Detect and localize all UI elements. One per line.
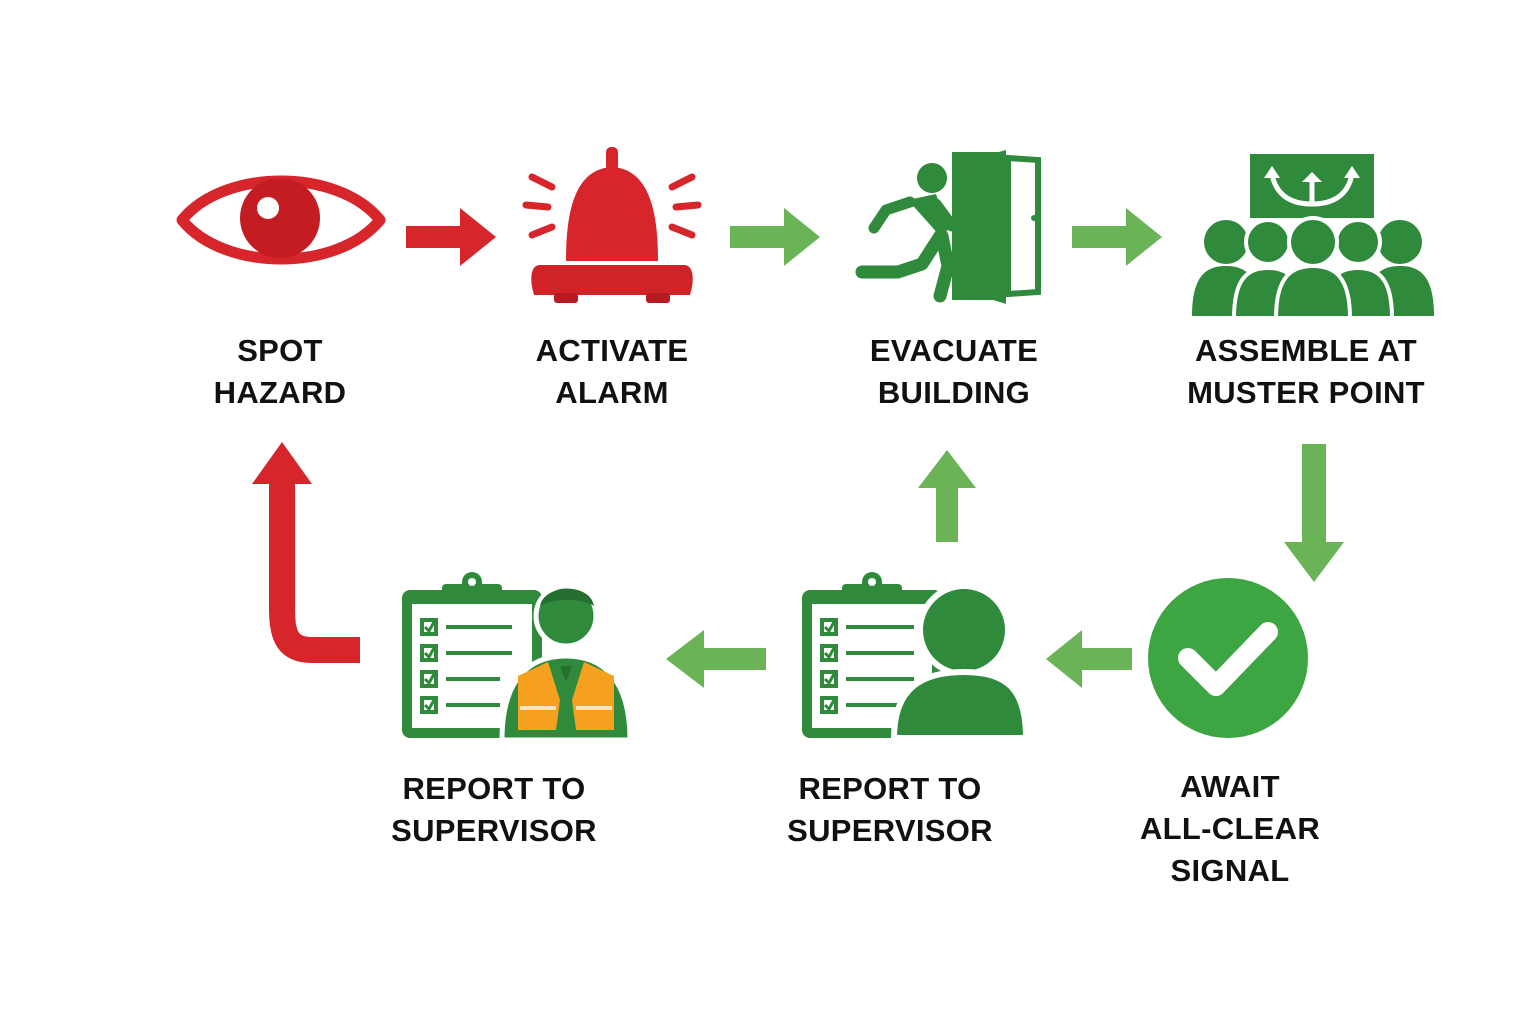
assembly-group-icon xyxy=(1192,154,1434,320)
arrow-alarm-to-evacuate xyxy=(730,208,820,266)
eye-icon xyxy=(176,175,386,265)
step-label-report-to-supervisor-middle: REPORT TO SUPERVISOR xyxy=(787,771,993,848)
step-label-activate-alarm: ACTIVATE ALARM xyxy=(535,333,689,410)
checkmark-circle-icon xyxy=(1142,574,1310,742)
step-label-assemble-at-muster-point: ASSEMBLE AT MUSTER POINT xyxy=(1187,333,1425,410)
step-label-evacuate-building: EVACUATE BUILDING xyxy=(869,333,1039,410)
arrow-report-to-evacuate xyxy=(918,450,976,542)
step-label-spot-hazard: SPOT HAZARD xyxy=(213,333,347,410)
exit-door-icon xyxy=(855,150,1044,304)
running-person-icon xyxy=(855,163,978,303)
arrow-report-to-report xyxy=(666,630,766,688)
arrow-await-to-report xyxy=(1046,630,1132,688)
alarm-bell-icon xyxy=(522,147,702,303)
arrow-evacuate-to-assemble xyxy=(1072,208,1162,266)
arrow-assemble-to-await xyxy=(1284,444,1344,582)
arrow-loop-back-to-spot xyxy=(252,442,360,663)
arrow-spot-to-alarm xyxy=(406,208,496,266)
step-label-report-to-supervisor-left: REPORT TO SUPERVISOR xyxy=(391,771,597,848)
clipboard-supervisor-vest-icon xyxy=(402,572,632,742)
clipboard-person-icon xyxy=(802,572,1030,740)
step-label-await-all-clear-signal: AWAIT ALL-CLEAR SIGNAL xyxy=(1139,769,1321,888)
